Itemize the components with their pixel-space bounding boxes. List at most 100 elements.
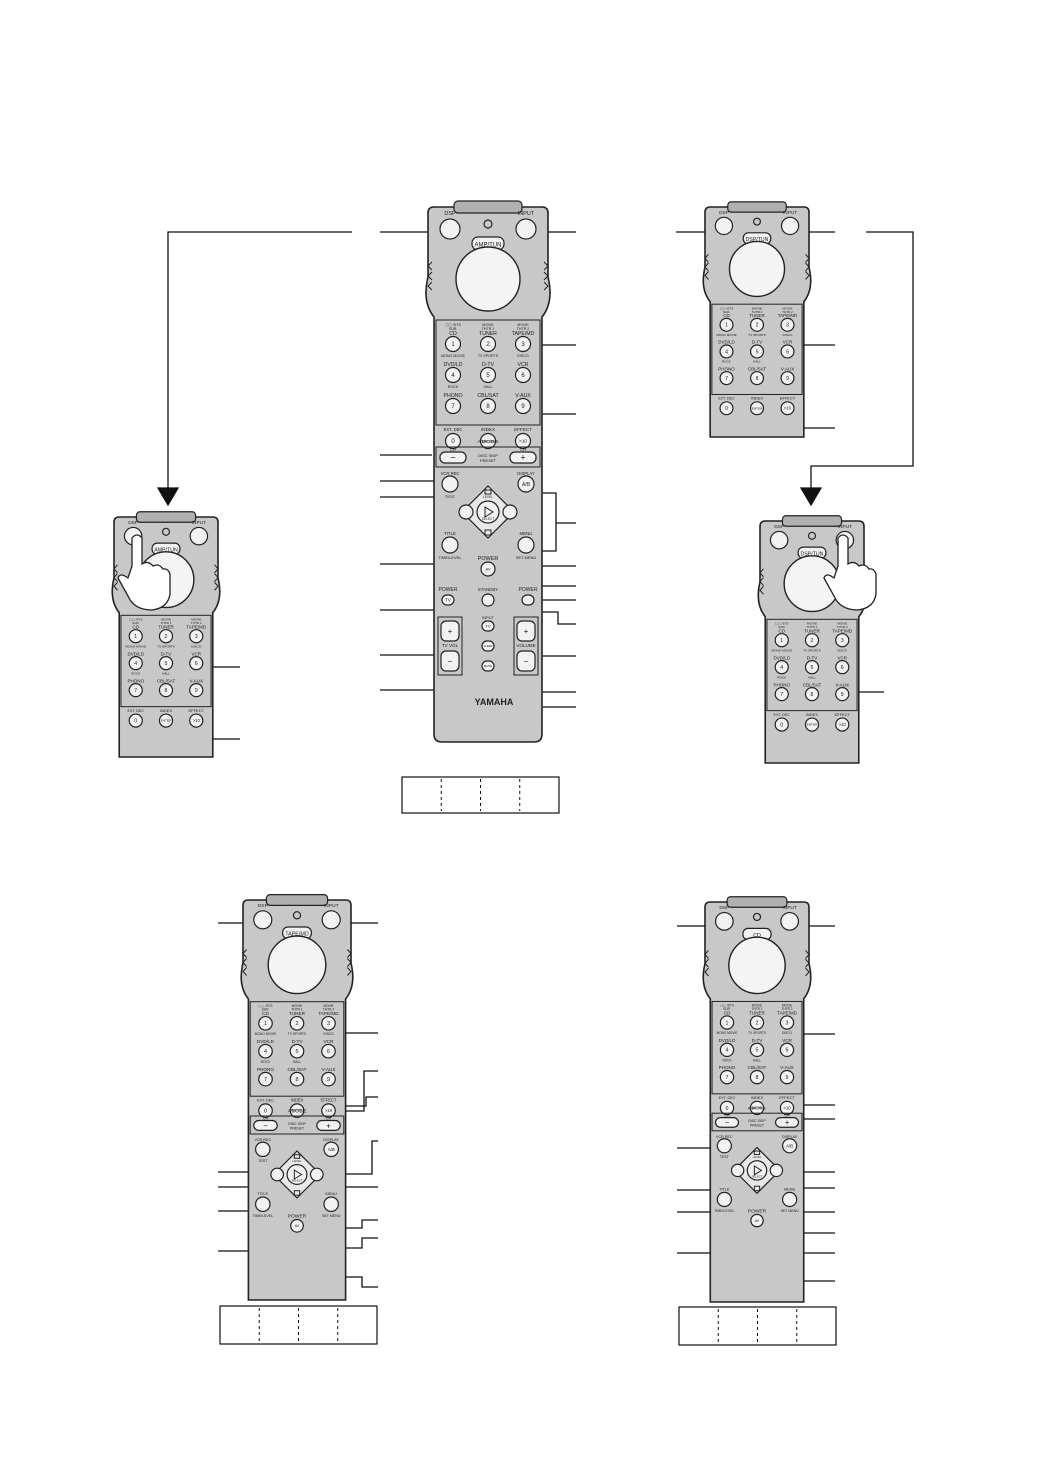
input-button[interactable] xyxy=(780,911,800,931)
number-1-button[interactable]: 1 xyxy=(258,1015,273,1031)
rewind-button[interactable] xyxy=(441,536,459,554)
number-2-button[interactable]: 2 xyxy=(158,629,174,644)
number-1-button[interactable]: 1 xyxy=(774,633,789,648)
number-3-button[interactable]: 3 xyxy=(321,1015,336,1031)
plus10-button[interactable]: >10 xyxy=(514,432,532,450)
number-9-button[interactable]: 9 xyxy=(835,687,850,702)
number-0-button[interactable]: 0 xyxy=(444,432,462,450)
number-5-button[interactable]: 5 xyxy=(749,344,765,359)
dsp-button[interactable] xyxy=(439,218,461,240)
mute-button[interactable]: MUTE xyxy=(481,660,495,672)
number-5-button[interactable]: 5 xyxy=(479,366,497,384)
channel-up-button[interactable]: + xyxy=(509,451,537,464)
number-5-button[interactable]: 5 xyxy=(804,660,820,675)
plus10-button[interactable]: >10 xyxy=(321,1103,336,1118)
system-power-button[interactable] xyxy=(521,594,535,606)
number-9-button[interactable]: 9 xyxy=(780,371,795,386)
enter-button[interactable]: ENTER xyxy=(749,1100,765,1116)
number-3-button[interactable]: 3 xyxy=(514,335,532,353)
skip-back-button[interactable] xyxy=(730,1163,745,1178)
number-8-button[interactable]: 8 xyxy=(289,1071,305,1087)
number-1-button[interactable]: 1 xyxy=(128,629,143,644)
dsp-button[interactable] xyxy=(769,530,789,550)
fast-forward-button[interactable] xyxy=(782,1191,798,1208)
sleep-button[interactable]: SLEEP xyxy=(481,640,495,652)
number-6-button[interactable]: 6 xyxy=(514,366,532,384)
channel-down-button[interactable]: − xyxy=(439,451,467,464)
number-2-button[interactable]: 2 xyxy=(479,335,497,353)
number-2-button[interactable]: 2 xyxy=(804,633,820,648)
number-2-button[interactable]: 2 xyxy=(289,1015,305,1031)
number-6-button[interactable]: 6 xyxy=(189,656,204,671)
tv-volume-rocker[interactable]: +−TV VOL xyxy=(437,616,463,676)
skip-forward-button[interactable] xyxy=(769,1163,784,1178)
master-volume-rocker[interactable]: +−VOLUME xyxy=(513,616,539,676)
fast-forward-button[interactable] xyxy=(517,536,535,554)
plus10-button[interactable]: >10 xyxy=(189,713,204,728)
number-7-button[interactable]: 7 xyxy=(774,687,789,702)
skip-back-button[interactable] xyxy=(270,1167,285,1182)
av-power-button[interactable]: AV xyxy=(480,561,496,577)
select-button[interactable] xyxy=(286,1163,308,1185)
vcr-rec-button[interactable] xyxy=(716,1138,733,1154)
jog-dial[interactable] xyxy=(455,246,521,312)
av-power-button[interactable]: AV xyxy=(750,1213,764,1228)
number-4-button[interactable]: 4 xyxy=(719,344,734,359)
number-8-button[interactable]: 8 xyxy=(804,687,820,702)
number-7-button[interactable]: 7 xyxy=(719,371,734,386)
dsp-button[interactable] xyxy=(714,911,734,931)
standby-button[interactable] xyxy=(481,593,495,607)
number-7-button[interactable]: 7 xyxy=(258,1071,273,1087)
number-6-button[interactable]: 6 xyxy=(780,344,795,359)
ab-button[interactable]: A/B xyxy=(517,475,535,493)
dsp-button[interactable] xyxy=(253,910,273,930)
ab-button[interactable]: A/B xyxy=(782,1138,798,1154)
channel-down-button[interactable]: − xyxy=(714,1116,740,1128)
number-8-button[interactable]: 8 xyxy=(158,683,174,698)
input-button[interactable] xyxy=(321,910,341,930)
number-9-button[interactable]: 9 xyxy=(514,397,532,415)
number-1-button[interactable]: 1 xyxy=(444,335,462,353)
number-6-button[interactable]: 6 xyxy=(321,1043,336,1059)
plus10-button[interactable]: >10 xyxy=(780,401,795,416)
jog-dial[interactable] xyxy=(728,936,786,995)
rewind-button[interactable] xyxy=(716,1191,733,1208)
number-4-button[interactable]: 4 xyxy=(774,660,789,675)
tv-input-button[interactable]: TV xyxy=(481,620,495,632)
number-9-button[interactable]: 9 xyxy=(321,1071,336,1087)
enter-button[interactable]: ENTER xyxy=(289,1103,305,1118)
channel-up-button[interactable]: + xyxy=(774,1116,800,1128)
select-button[interactable] xyxy=(476,500,500,524)
enter-button[interactable]: ENTER xyxy=(158,713,174,728)
channel-up-button[interactable]: + xyxy=(316,1119,341,1131)
input-button[interactable] xyxy=(189,526,209,546)
number-9-button[interactable]: 9 xyxy=(189,683,204,698)
number-0-button[interactable]: 0 xyxy=(719,1100,735,1116)
plus10-button[interactable]: >10 xyxy=(779,1100,795,1116)
av-power-button[interactable]: AV xyxy=(290,1218,304,1233)
number-8-button[interactable]: 8 xyxy=(749,1069,765,1085)
number-2-button[interactable]: 2 xyxy=(749,1015,765,1030)
number-3-button[interactable]: 3 xyxy=(779,1015,795,1030)
number-0-button[interactable]: 0 xyxy=(774,717,789,732)
skip-forward-button[interactable] xyxy=(309,1167,324,1182)
number-7-button[interactable]: 7 xyxy=(444,397,462,415)
input-button[interactable] xyxy=(780,216,800,236)
number-8-button[interactable]: 8 xyxy=(479,397,497,415)
tv-volume-down-button[interactable]: − xyxy=(440,650,460,672)
number-1-button[interactable]: 1 xyxy=(719,1015,735,1030)
enter-button[interactable]: ENTER xyxy=(749,401,765,416)
number-8-button[interactable]: 8 xyxy=(749,371,765,386)
number-4-button[interactable]: 4 xyxy=(444,366,462,384)
number-4-button[interactable]: 4 xyxy=(258,1043,273,1059)
volume-up-button[interactable]: + xyxy=(516,620,536,642)
tv-power-button[interactable]: TV xyxy=(441,594,455,606)
number-5-button[interactable]: 5 xyxy=(289,1043,305,1059)
jog-dial[interactable] xyxy=(267,935,327,995)
number-1-button[interactable]: 1 xyxy=(719,317,734,332)
number-2-button[interactable]: 2 xyxy=(749,317,765,332)
number-0-button[interactable]: 0 xyxy=(258,1103,273,1118)
